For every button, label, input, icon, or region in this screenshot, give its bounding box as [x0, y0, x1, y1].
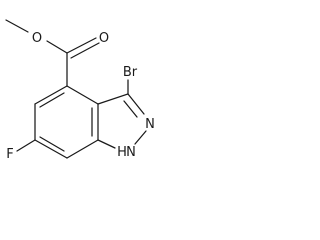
- ester-oxygen-label: O: [32, 31, 42, 46]
- bond-c6-fluorine: [16, 139, 36, 152]
- bond-c4-c5: [34, 85, 68, 105]
- bond-c3-n2-inner: [123, 100, 138, 118]
- fluorine-label: F: [6, 147, 13, 162]
- bond-c6-c7: [34, 139, 68, 159]
- bond-c4-c5-inner: [39, 92, 65, 108]
- bond-c3a-c4: [66, 85, 99, 105]
- nitrogen-2-label: N: [145, 117, 155, 132]
- bromine-label: Br: [123, 65, 138, 80]
- nitrogen-1h-label: N: [126, 145, 136, 160]
- bonds: [5, 19, 147, 159]
- bond-carbonyl-double-b: [70, 42, 100, 59]
- bond-c7-c7a: [66, 139, 99, 159]
- bond-n1-c7a: [97, 139, 116, 149]
- bond-carbonyl-double-a: [66, 37, 97, 54]
- atom-labels: O O Br N N H F: [6, 31, 155, 162]
- bond-oxygen-carbonyl: [46, 40, 68, 54]
- bond-c6-c7-inner: [39, 136, 65, 152]
- bond-n2-n1: [134, 130, 147, 145]
- bond-methyl-oxygen: [5, 19, 29, 33]
- nitrogen-1h-hydrogen-label: H: [117, 145, 127, 160]
- bond-c3-n2: [127, 93, 145, 115]
- carbonyl-oxygen-label: O: [99, 31, 109, 46]
- chemical-structure: O O Br N N H F: [5, 19, 155, 162]
- bond-c3a-c3: [97, 93, 129, 105]
